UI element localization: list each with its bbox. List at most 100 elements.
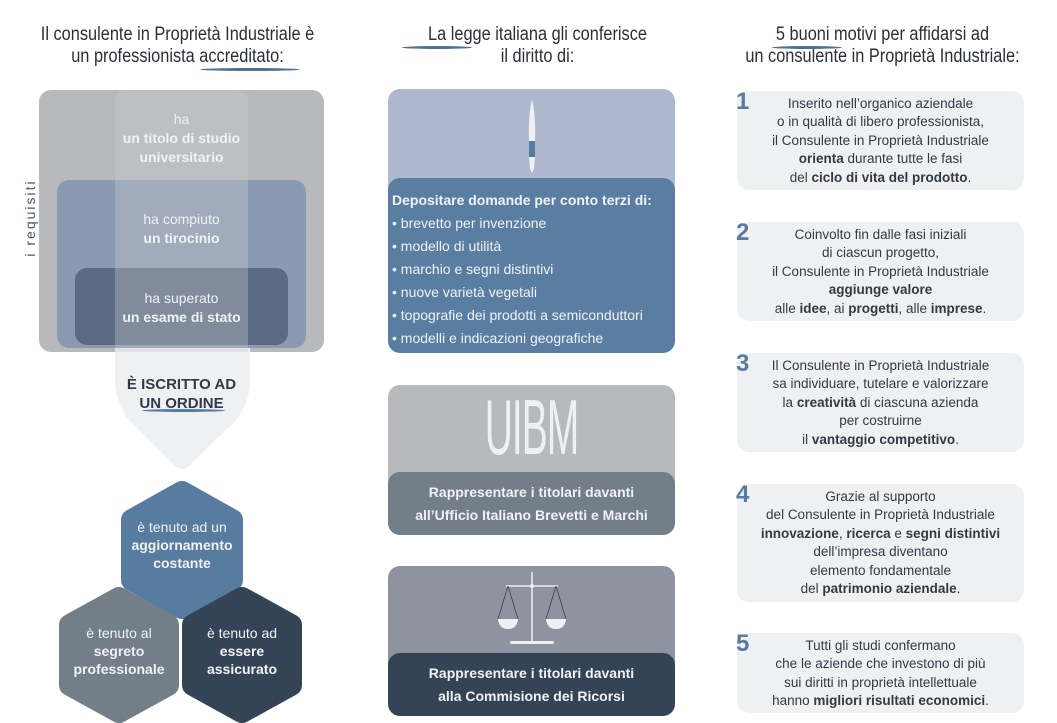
text-line: ha xyxy=(173,111,190,127)
text-line: un esame di stato xyxy=(122,309,241,325)
internship-text: ha compiuto un tirocinio xyxy=(100,210,263,248)
text-line: all’Ufficio Italiano Brevetti e Marchi xyxy=(415,507,648,523)
reason-line: o in qualità di libero professionista, xyxy=(776,114,985,130)
reason-line: la creatività di ciascuna azienda xyxy=(782,394,979,410)
reason-line: sui diritti in proprietà intellettuale xyxy=(784,674,977,690)
reason-line: del Consulente in Proprietà Industriale xyxy=(766,507,995,523)
reason-line: il Consulente in Proprietà Industriale xyxy=(772,263,989,279)
text-line: È ISCRITTO AD xyxy=(126,376,237,393)
underline-swoosh xyxy=(200,68,300,71)
obligations-hexagons xyxy=(59,481,302,723)
reason-line: dell’impresa diventano xyxy=(813,544,948,560)
reason-line: Inserito nell’organico aziendale xyxy=(787,96,974,111)
reason-line: il Consulente in Proprietà Industriale xyxy=(772,132,989,148)
reason-line: che le aziende che investono di più xyxy=(775,656,986,672)
text-line: essere xyxy=(219,643,265,659)
filing-list-item: • marchio e segni distintivi xyxy=(392,261,554,277)
exam-box xyxy=(75,268,288,345)
filing-title: Depositare domande per conto terzi di: xyxy=(392,192,652,208)
filing-list-item: • modello di utilità xyxy=(392,238,502,254)
filing-list-item: • brevetto per invenzione xyxy=(392,215,547,231)
text-line: aggiornamento xyxy=(131,537,233,553)
requirements-label: i requisiti xyxy=(22,179,38,257)
reason-text: Inserito nell’organico aziendale o in qua… xyxy=(737,95,1024,187)
header-line: La legge italiana gli conferisce xyxy=(428,24,647,45)
reason-card: 5 Tutti gli studi confermano che le aziend… xyxy=(736,630,1024,713)
appeals-box: Rappresentare i titolari davanti alla Co… xyxy=(388,566,675,716)
reason-card: 1 Inserito nell’organico aziendale o in qu… xyxy=(736,88,1024,190)
degree-column xyxy=(115,90,248,352)
header-line: un consulente in Proprietà Industriale: xyxy=(745,46,1020,67)
text-line: professionale xyxy=(73,661,165,677)
degree-text: ha un titolo di studio universitario xyxy=(100,110,263,167)
text-line: ha superato xyxy=(144,290,219,306)
reason-text: Il Consulente in Proprietà Industriale sa… xyxy=(737,357,1024,449)
reason-line: alle idee, ai progetti, alle imprese. xyxy=(774,300,987,316)
reason-number: 3 xyxy=(736,350,750,377)
text-line: Rappresentare i titolari davanti xyxy=(428,665,635,681)
exam-text: ha superato un esame di stato xyxy=(75,289,288,327)
uibm-panel: Rappresentare i titolari davanti all’Uff… xyxy=(388,472,675,535)
reason-card: 3 Il Consulente in Proprietà Industriale s… xyxy=(736,350,1024,452)
reason-line: per costruirne xyxy=(839,413,922,429)
reason-number: 2 xyxy=(736,219,750,246)
registered-arrow xyxy=(115,340,250,469)
header-line: Il consulente in Proprietà Industriale è xyxy=(40,24,315,45)
reason-number: 5 xyxy=(736,630,750,657)
reason-line: del patrimonio aziendale. xyxy=(800,581,961,597)
obligation-insurance: è tenuto ad essere assicurato xyxy=(177,624,307,678)
obligation-secrecy: è tenuto al segreto professionale xyxy=(54,624,184,678)
registered-text: È ISCRITTO AD UN ORDINE xyxy=(100,375,263,413)
appeals-panel: Rappresentare i titolari davanti alla Co… xyxy=(388,653,675,716)
text-line: un tirocinio xyxy=(143,230,220,246)
reason-line: innovazione, ricerca e segni distintivi xyxy=(760,525,1001,541)
reason-line: del ciclo di vita del prodotto. xyxy=(789,169,972,185)
hexagon-secrecy xyxy=(59,587,179,723)
text-line: è tenuto al xyxy=(86,625,152,641)
reason-text: Tutti gli studi confermano che le aziende… xyxy=(737,637,1024,711)
filing-list-item: • topografie dei prodotti a semicondutto… xyxy=(392,307,643,323)
reason-line: sa individuare, tutelare e valorizzare xyxy=(772,376,989,392)
reason-line: aggiunge valore xyxy=(828,282,933,298)
underline-swoosh xyxy=(772,46,842,49)
header-col3: 5 buoni motivi per affidarsi ad un consu… xyxy=(730,24,1035,68)
text-line: è tenuto ad xyxy=(206,625,278,641)
scales-of-justice-icon xyxy=(497,572,567,644)
reason-line: elemento fondamentale xyxy=(809,562,952,578)
header-col1: Il consulente in Proprietà Industriale è… xyxy=(25,24,330,68)
text-line: UN ORDINE xyxy=(139,395,224,412)
uibm-box: UIBM Rappresentare i titolari davanti al… xyxy=(388,385,675,535)
reason-card: 4 Grazie al supporto del Consulente in Pro… xyxy=(736,481,1024,602)
header-col2: La legge italiana gli conferisce il diri… xyxy=(381,24,695,68)
text-line: assicurato xyxy=(206,661,278,677)
filing-list: • brevetto per invenzione • modello di ut… xyxy=(392,212,675,350)
reason-text: Grazie al supporto del Consulente in Prop… xyxy=(737,488,1024,598)
reason-number: 1 xyxy=(736,88,750,115)
reason-line: Il Consulente in Proprietà Industriale xyxy=(771,358,990,373)
reason-line: Tutti gli studi confermano xyxy=(805,638,956,653)
hexagon-update xyxy=(121,481,243,619)
filing-list-item: • modelli e indicazioni geografiche xyxy=(392,330,604,346)
text-line: un titolo di studio xyxy=(122,130,241,146)
reason-number: 4 xyxy=(736,481,750,508)
text-line: costante xyxy=(153,555,211,571)
filing-box: Depositare domande per conto terzi di: •… xyxy=(388,89,675,353)
reason-line: Coinvolto fin dalle fasi iniziali xyxy=(794,227,967,242)
hexagon-insurance xyxy=(182,587,302,723)
text-line: ha compiuto xyxy=(143,211,220,227)
reason-line: Grazie al supporto xyxy=(825,489,936,504)
text-line: universitario xyxy=(139,149,224,165)
header-line: 5 buoni motivi per affidarsi ad xyxy=(775,24,990,45)
text-line: alla Commisione dei Ricorsi xyxy=(438,688,625,704)
filing-panel: Depositare domande per conto terzi di: •… xyxy=(388,178,675,353)
text-line: è tenuto ad un xyxy=(137,519,227,535)
reason-line: il vantaggio competitivo. xyxy=(802,431,959,447)
header-line: un professionista accreditato: xyxy=(71,46,284,67)
text-line: segreto xyxy=(93,643,145,659)
uibm-logo: UIBM xyxy=(484,385,580,471)
obligation-update: è tenuto ad un aggiornamento costante xyxy=(117,518,247,572)
fountain-pen-icon xyxy=(528,99,536,173)
filing-list-item: • nuove varietà vegetali xyxy=(392,284,537,300)
